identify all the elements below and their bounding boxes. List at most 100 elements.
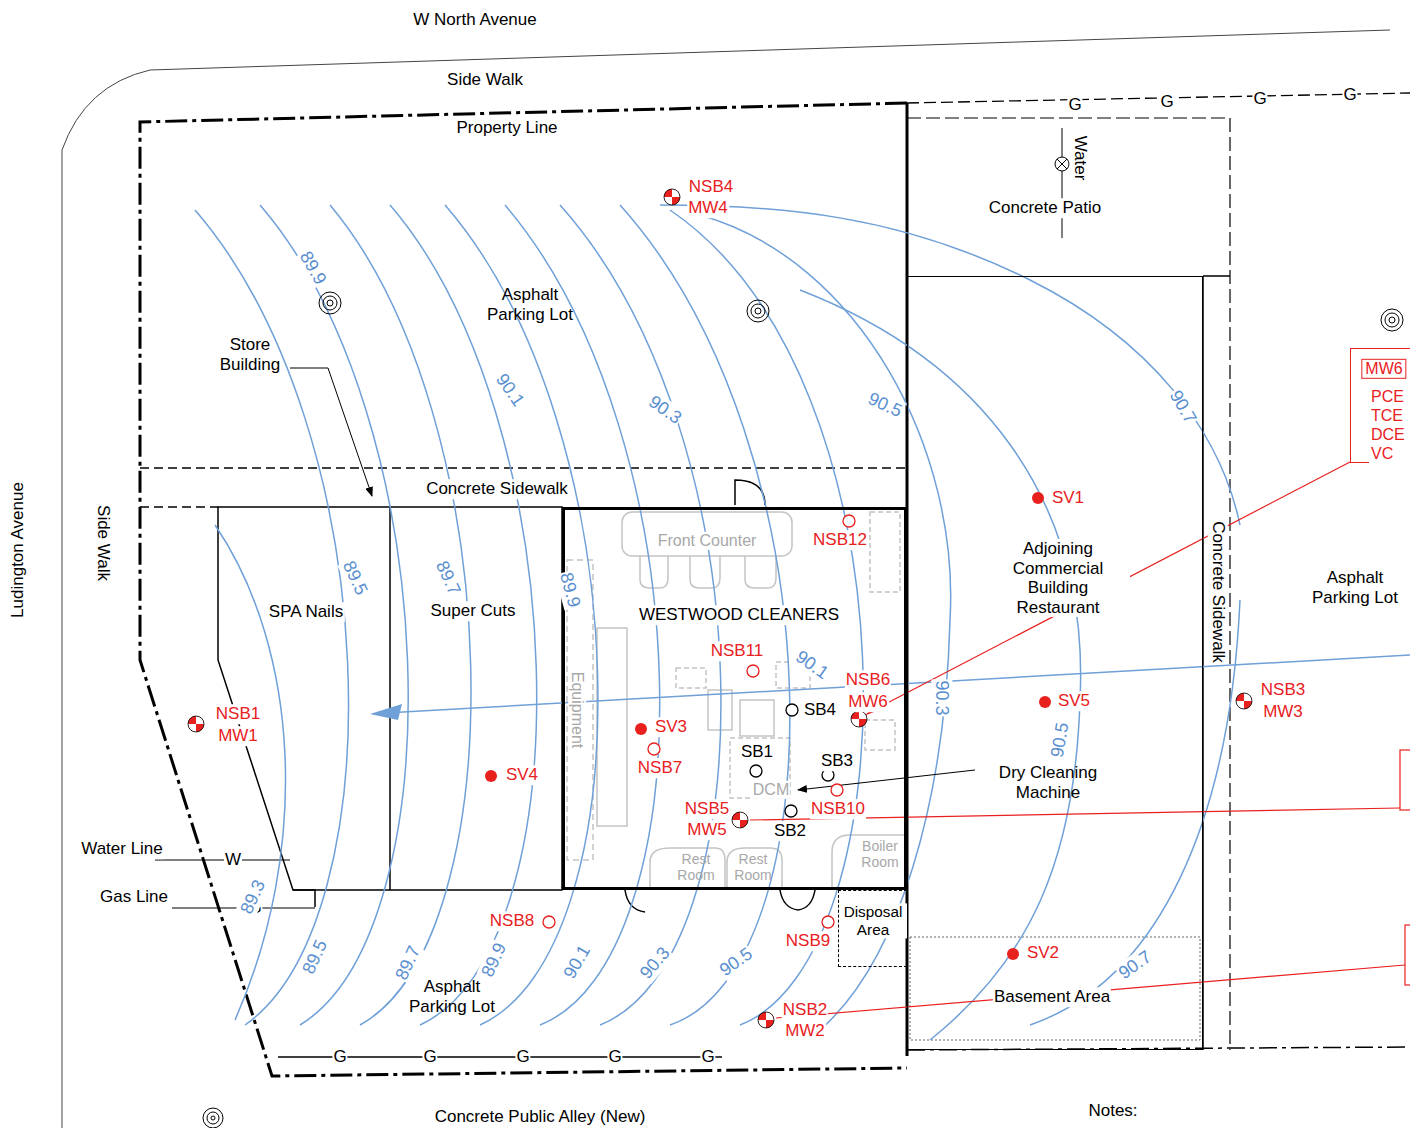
sample-label: NSB6 — [845, 670, 891, 690]
site-label: Water Line — [80, 839, 164, 859]
contour-label: 89.5 — [298, 936, 332, 978]
sample-label: NSB10 — [810, 799, 866, 819]
leader-line — [290, 368, 372, 496]
contour-label: 90.3 — [635, 942, 675, 984]
site-label: Asphalt Parking Lot — [474, 285, 586, 324]
sample-label: NSB5 — [684, 799, 730, 819]
fixture-label: Equipment — [568, 671, 586, 750]
patio-boundary — [907, 118, 1230, 1050]
node-text: WESTWOOD CLEANERS — [637, 605, 841, 625]
site-label: Water — [1070, 135, 1090, 182]
building-step — [293, 890, 315, 907]
curb-line — [62, 30, 1390, 1128]
sample-label: NSB11 — [710, 641, 765, 661]
callout-box — [1405, 925, 1410, 985]
sample-label: NSB9 — [785, 931, 831, 951]
site-label: Concrete Patio — [988, 198, 1102, 218]
contour-label: 90.5 — [864, 388, 906, 422]
site-label: SB2 — [773, 821, 807, 841]
contour-label: 89.7 — [431, 557, 465, 599]
node-text: SPA Nails — [267, 602, 345, 622]
site-label: Side Walk — [446, 70, 524, 90]
contour-label: 89.3 — [236, 876, 270, 918]
site-label: SB3 — [820, 751, 854, 771]
site-label: W North Avenue — [412, 10, 537, 30]
tenant-space: Super Cuts — [390, 507, 562, 890]
node-text: PCE TCE DCE VC — [1369, 387, 1410, 463]
flow-arrowhead — [370, 704, 402, 720]
fixture-label: Front Counter — [657, 532, 758, 550]
sidewalk-edge — [140, 468, 907, 507]
site-label: G — [1252, 89, 1267, 109]
door-symbol — [625, 480, 815, 912]
site-label: G — [1342, 85, 1357, 105]
node-text: Adjoining Commercial Building Restaurant — [986, 539, 1130, 617]
site-label: G — [332, 1047, 347, 1067]
contour-label: 89.5 — [338, 557, 372, 599]
manhole-symbol — [203, 292, 1403, 1128]
site-label: Asphalt Parking Lot — [396, 977, 508, 1016]
flow-arrow — [385, 655, 1410, 713]
sample-label: NSB4 — [688, 177, 734, 197]
fixture-label: Rest Room — [730, 851, 776, 883]
sample-label: SV2 — [1026, 943, 1060, 963]
contour-label: 90.1 — [791, 646, 833, 684]
site-label: G — [422, 1047, 437, 1067]
sample-label: MW2 — [784, 1021, 826, 1041]
sample-label: MW4 — [687, 198, 729, 218]
contour-label: 89.9 — [555, 569, 585, 610]
site-label: Concrete Sidewalk — [1208, 520, 1228, 664]
contour-label: 90.7 — [1165, 386, 1201, 428]
sample-label: NSB3 — [1260, 680, 1306, 700]
site-label: Notes: — [1087, 1101, 1138, 1121]
site-label: Property Line — [455, 118, 558, 138]
fixture-label: Rest Room — [673, 851, 719, 883]
contour-label: 90.3 — [932, 679, 953, 716]
contour-label: 90.5 — [715, 943, 757, 981]
area-box: Disposal Area — [838, 890, 907, 967]
site-label: Store Building — [209, 335, 291, 374]
fixture-label: DCM — [752, 781, 790, 799]
site-label: G — [515, 1047, 530, 1067]
groundwater-contour — [195, 205, 1240, 1040]
sample-label: SV3 — [654, 717, 688, 737]
contour-label: 90.3 — [644, 391, 686, 429]
fixture-label: Boiler Room — [854, 838, 906, 870]
site-label: G — [700, 1047, 715, 1067]
site-label: Concrete Public Alley (New) — [434, 1107, 647, 1127]
building-box: Adjoining Commercial Building Restaurant — [907, 276, 1203, 1050]
sample-label: MW3 — [1262, 702, 1304, 722]
site-label: Basement Area — [993, 987, 1111, 1007]
result-callout: MW6PCE TCE DCE VC — [1350, 348, 1410, 463]
property-line — [140, 103, 907, 1076]
contour-label: 89.9 — [295, 247, 331, 289]
basement-outline — [910, 937, 1200, 1040]
leader-line — [798, 770, 975, 790]
sample-label: SV4 — [505, 765, 539, 785]
sample-label: NSB7 — [637, 758, 683, 778]
site-label: Asphalt Parking Lot — [1304, 568, 1406, 607]
site-label: Side Walk — [93, 504, 113, 582]
site-label: SB4 — [803, 700, 837, 720]
site-label: Dry Cleaning Machine — [982, 763, 1114, 802]
site-label: Ludington Avenue — [8, 481, 28, 619]
store-building — [218, 507, 562, 890]
node-text: MW6 — [1361, 359, 1406, 379]
water-line — [1062, 128, 1063, 238]
water-line — [155, 859, 290, 860]
site-label: SB1 — [740, 742, 774, 762]
contour-label: 89.7 — [391, 942, 425, 984]
site-label: Gas Line — [99, 887, 169, 907]
tenant-wall — [389, 507, 391, 890]
sample-label: SV1 — [1051, 488, 1085, 508]
tenant-space: SPA Nails — [218, 507, 390, 890]
sidewalk-strip — [1203, 276, 1230, 1050]
sample-label: NSB8 — [489, 911, 535, 931]
monitoring-well — [188, 189, 1252, 1028]
sample-label: MW5 — [686, 820, 728, 840]
site-label: G — [1159, 92, 1174, 112]
soil-boring — [543, 515, 855, 928]
sample-label: MW6 — [847, 692, 889, 712]
soil-vapor-point — [485, 492, 1051, 960]
